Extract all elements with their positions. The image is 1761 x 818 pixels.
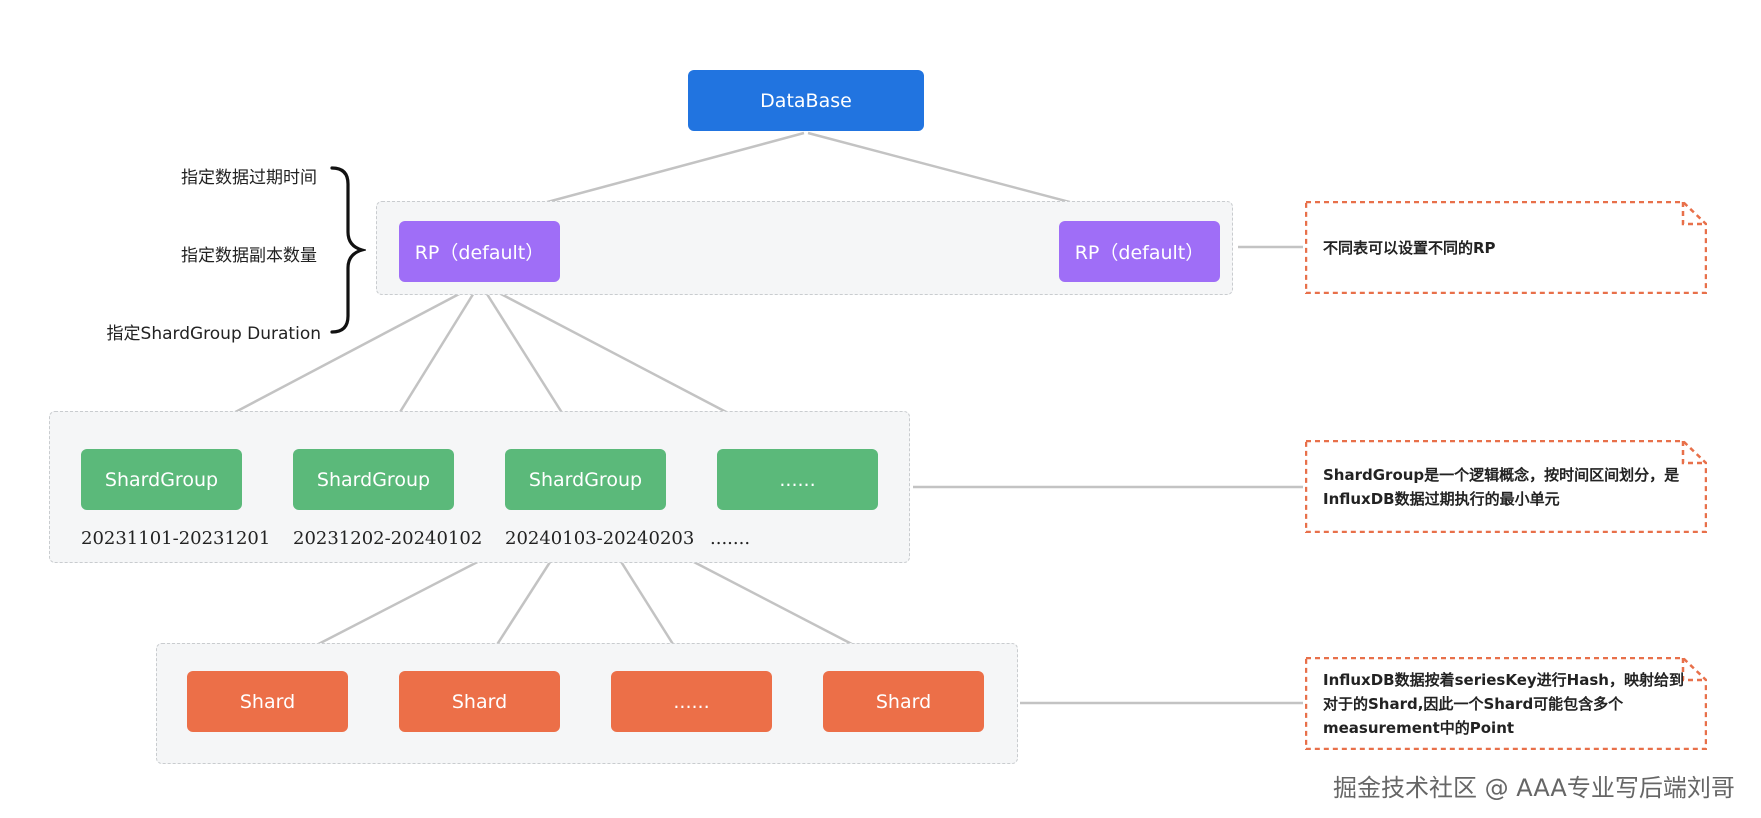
curly-brace-icon: [330, 166, 366, 334]
shard-node-2[interactable]: Shard: [399, 671, 560, 732]
shardgroup-range-more: .......: [710, 528, 751, 549]
note-rp-text: 不同表可以设置不同的RP: [1323, 238, 1496, 257]
rp-attr-replicas: 指定数据副本数量: [181, 246, 317, 266]
note-frame-icon: [1305, 657, 1707, 750]
shardgroup-range-3: 20240103-20240203: [505, 528, 695, 549]
shardgroup-node-3[interactable]: ShardGroup: [505, 449, 666, 510]
database-node[interactable]: DataBase: [688, 70, 924, 131]
rp-node-right[interactable]: RP（default）: [1059, 221, 1220, 282]
note-frame-icon: [1305, 440, 1707, 533]
shard-node-more[interactable]: ......: [611, 671, 772, 732]
note-shardgroup-text: ShardGroup是一个逻辑概念，按时间区间划分，是InfluxDB数据过期执…: [1323, 465, 1680, 508]
shardgroup-range-2: 20231202-20240102: [293, 528, 483, 549]
rp-node-left[interactable]: RP（default）: [399, 221, 560, 282]
rp-attr-expiry: 指定数据过期时间: [181, 168, 317, 188]
shardgroup-node-2[interactable]: ShardGroup: [293, 449, 454, 510]
watermark: 掘金技术社区 @ AAA专业写后端刘哥: [1333, 774, 1735, 802]
shard-node-1[interactable]: Shard: [187, 671, 348, 732]
shardgroup-range-1: 20231101-20231201: [81, 528, 271, 549]
shard-node-4[interactable]: Shard: [823, 671, 984, 732]
note-shard: InfluxDB数据按着seriesKey进行Hash，映射给到对于的Shard…: [1305, 657, 1707, 750]
note-rp: 不同表可以设置不同的RP: [1305, 201, 1707, 294]
note-shardgroup: ShardGroup是一个逻辑概念，按时间区间划分，是InfluxDB数据过期执…: [1305, 440, 1707, 533]
rp-attr-duration: 指定ShardGroup Duration: [106, 324, 321, 344]
note-shard-text: InfluxDB数据按着seriesKey进行Hash，映射给到对于的Shard…: [1323, 670, 1684, 737]
shardgroup-node-1[interactable]: ShardGroup: [81, 449, 242, 510]
shardgroup-node-more[interactable]: ......: [717, 449, 878, 510]
note-frame-icon: [1305, 201, 1707, 294]
